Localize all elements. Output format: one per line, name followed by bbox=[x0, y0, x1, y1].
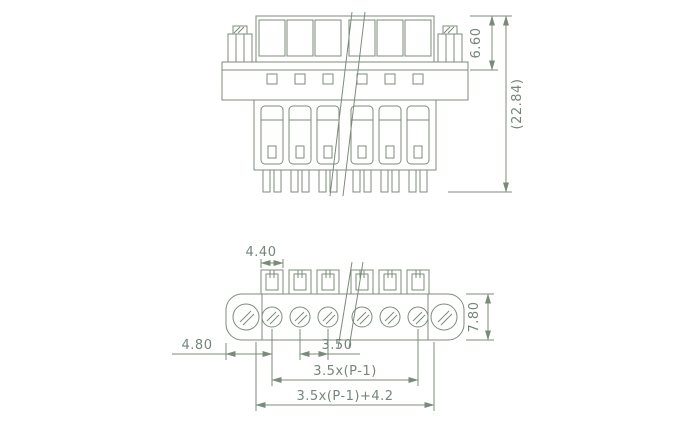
foot bbox=[262, 169, 282, 193]
dim-label-pitch: 3.50 bbox=[322, 338, 353, 353]
dimension-overall-height: (22.84) bbox=[448, 15, 525, 193]
dim-label-edge-to-pole: 4.80 bbox=[182, 338, 213, 353]
housing-windows bbox=[266, 73, 424, 85]
dimension-pole-span: 3.5x(P-1) bbox=[271, 329, 419, 386]
foot bbox=[380, 169, 400, 193]
plug-slot bbox=[258, 19, 286, 57]
dim-label-pole-span: 3.5x(P-1) bbox=[313, 364, 377, 379]
window bbox=[412, 73, 424, 85]
dimension-edge-to-pole: 4.80 bbox=[172, 329, 273, 386]
pole-screw bbox=[289, 306, 311, 328]
wire-clamp bbox=[378, 269, 402, 295]
dimension-lines bbox=[255, 342, 435, 411]
dimension-overall-length: 3.5x(P-1)+4.2 bbox=[255, 342, 435, 411]
left-flange-screw bbox=[232, 303, 260, 331]
right-flange-screw bbox=[430, 303, 458, 331]
foot bbox=[318, 169, 338, 193]
plug-slot bbox=[314, 19, 342, 57]
pole-screw bbox=[379, 306, 401, 328]
contact-segment bbox=[288, 105, 312, 165]
plug-slot bbox=[376, 19, 404, 57]
left-screw-post bbox=[227, 25, 253, 63]
wire-clamp bbox=[288, 269, 312, 295]
right-screw-post bbox=[437, 25, 463, 63]
dim-label-pin-height: 6.60 bbox=[469, 28, 484, 59]
dimension-pitch: 3.50 bbox=[299, 329, 360, 360]
foot bbox=[290, 169, 310, 193]
break-lines-front bbox=[329, 11, 366, 197]
pole-screw bbox=[261, 306, 283, 328]
contact-segment bbox=[378, 105, 402, 165]
contact-segment bbox=[316, 105, 340, 165]
dim-label-overall-height: (22.84) bbox=[510, 79, 525, 130]
dim-label-overall-length: 3.5x(P-1)+4.2 bbox=[296, 389, 393, 404]
pole-screws bbox=[261, 306, 429, 328]
window bbox=[322, 73, 334, 85]
wire-clamps bbox=[260, 269, 430, 295]
wire-clamp bbox=[316, 269, 340, 295]
dim-label-body-depth: 7.80 bbox=[467, 302, 482, 333]
front-view: 6.60 (22.84) bbox=[221, 11, 525, 197]
dimension-lines bbox=[448, 15, 512, 193]
wire-clamp bbox=[350, 269, 374, 295]
foot bbox=[408, 169, 428, 193]
window bbox=[294, 73, 306, 85]
pole-screw bbox=[317, 306, 339, 328]
plan-view: 4.40 7.80 4.80 bbox=[172, 245, 494, 411]
break-lines-plan bbox=[337, 261, 364, 349]
window bbox=[356, 73, 368, 85]
window bbox=[266, 73, 278, 85]
dimension-body-depth: 7.80 bbox=[466, 293, 494, 341]
foot bbox=[352, 169, 372, 193]
pole-screw bbox=[407, 306, 429, 328]
wire-clamp bbox=[406, 269, 430, 295]
contact-segment bbox=[406, 105, 430, 165]
wire-clamp bbox=[260, 269, 284, 295]
dimension-lines bbox=[172, 329, 273, 386]
dimension-clamp-width: 4.40 bbox=[246, 245, 284, 268]
dimension-lines bbox=[299, 329, 360, 360]
contact-segment bbox=[350, 105, 374, 165]
plug-slot bbox=[286, 19, 314, 57]
plug-slots bbox=[258, 19, 432, 57]
dimension-lines bbox=[466, 293, 494, 341]
plug-slot bbox=[404, 19, 432, 57]
dimension-lines bbox=[271, 329, 419, 386]
dim-label-clamp-width: 4.40 bbox=[246, 245, 277, 260]
dimension-lines bbox=[260, 259, 284, 268]
contact-segment bbox=[260, 105, 284, 165]
contact-segments bbox=[260, 105, 430, 165]
window bbox=[384, 73, 396, 85]
